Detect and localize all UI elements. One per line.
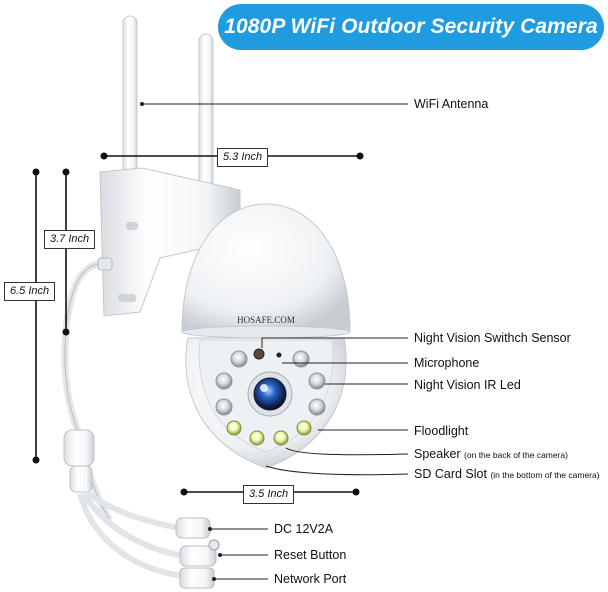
label-microphone: Microphone xyxy=(414,356,480,370)
ir-led-array xyxy=(215,350,326,416)
dc-connector xyxy=(175,517,211,539)
network-port-connector xyxy=(179,567,215,589)
label-speaker: Speaker (on the back of the camera) xyxy=(414,447,568,462)
label-dc-power: DC 12V2A xyxy=(274,522,334,536)
callout-lines xyxy=(142,103,409,580)
cable-splitter xyxy=(63,429,220,589)
label-reset-button: Reset Button xyxy=(274,548,347,562)
brand-logo: HOSAFE.COM xyxy=(237,315,295,325)
dimension-width-bottom: 3.5 Inch xyxy=(243,485,295,504)
label-night-vision-sensor: Night Vision Swithch Sensor xyxy=(414,331,571,345)
label-speaker-note: (on the back of the camera) xyxy=(464,450,568,460)
dimension-width-top: 5.3 Inch xyxy=(217,148,269,167)
night-vision-sensor xyxy=(253,348,265,360)
label-speaker-text: Speaker xyxy=(414,447,461,461)
label-sd-card: SD Card Slot (in the bottom of the camer… xyxy=(414,467,600,482)
floodlight-led-array xyxy=(226,420,312,446)
label-floodlight: Floodlight xyxy=(414,424,469,438)
label-sd-card-note: (in the bottom of the camera) xyxy=(490,470,600,480)
label-network-port: Network Port xyxy=(274,572,347,586)
dimension-height-head: 3.7 Inch xyxy=(44,230,96,249)
reset-button-connector xyxy=(179,545,217,567)
camera-upper-dome xyxy=(181,203,351,339)
label-wifi-antenna: WiFi Antenna xyxy=(414,97,489,111)
label-ir-led: Night Vision IR Led xyxy=(414,378,521,392)
title-banner: 1080P WiFi Outdoor Security Camera xyxy=(218,4,604,50)
camera-lens xyxy=(247,371,293,417)
label-sd-card-text: SD Card Slot xyxy=(414,467,487,481)
dimension-height-total: 6.5 Inch xyxy=(4,282,56,301)
banner-title: 1080P WiFi Outdoor Security Camera xyxy=(224,15,598,38)
microphone-hole xyxy=(276,352,282,358)
